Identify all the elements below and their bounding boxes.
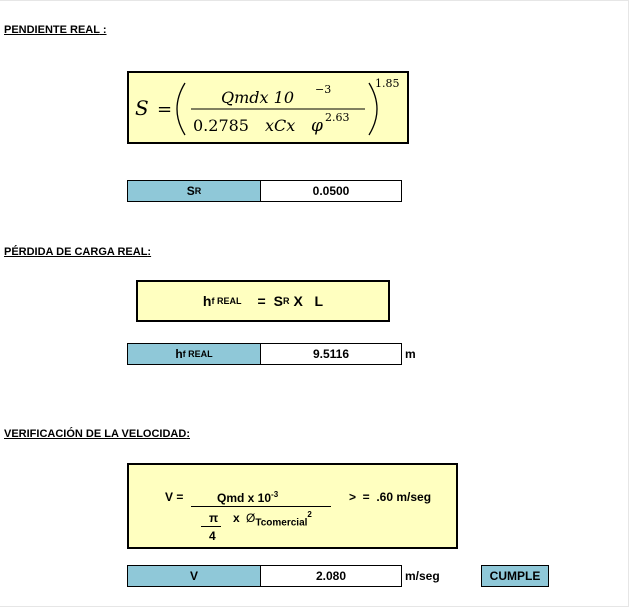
- velocity-condition: > = .60 m/seg: [349, 490, 432, 504]
- formula-outer-exp: 1.85: [375, 77, 400, 90]
- headloss-s-sub: R: [283, 296, 290, 306]
- left-paren: [176, 82, 186, 136]
- velocity-result-label: V: [128, 566, 261, 586]
- right-paren: [368, 82, 378, 136]
- velocity-numerator: Qmd x 10-3: [217, 490, 279, 505]
- slope-formula-box: S = Qmdx 10 −3 0.2785 xCx φ 2.63 1.85: [127, 71, 409, 144]
- velocity-pi-line: [201, 526, 221, 527]
- velocity-times: x: [233, 511, 240, 525]
- formula-s: S: [135, 96, 149, 120]
- velocity-fraction-line: [191, 506, 331, 507]
- headloss-h: h: [202, 293, 212, 309]
- formula-numerator: Qmdx 10: [221, 88, 294, 107]
- headloss-unit: m: [405, 347, 416, 361]
- headloss-equals: =: [257, 293, 266, 309]
- velocity-result-value: 2.080: [261, 566, 401, 586]
- velocity-result-row: V 2.080: [127, 565, 402, 587]
- headloss-rest: X L: [293, 293, 324, 309]
- headloss-heading: PÉRDIDA DE CARGA REAL:: [4, 246, 152, 258]
- formula-den-exp: 2.63: [325, 111, 350, 124]
- formula-den-a: 0.2785: [193, 116, 249, 135]
- slope-formula: S = Qmdx 10 −3 0.2785 xCx φ 2.63 1.85: [135, 77, 400, 136]
- velocity-phi: ØTcomercial2: [246, 510, 312, 529]
- velocity-pi: π: [209, 511, 219, 525]
- formula-phi: φ: [311, 116, 323, 136]
- slope-heading: PENDIENTE REAL :: [4, 24, 107, 36]
- formula-den-b: xCx: [265, 116, 295, 135]
- velocity-status-badge: CUMPLE: [481, 565, 549, 587]
- velocity-heading: VERIFICACIÓN DE LA VELOCIDAD:: [4, 428, 190, 440]
- headloss-result-value: 9.5116: [261, 344, 401, 364]
- velocity-lhs: V =: [165, 490, 184, 504]
- formula-equals: =: [157, 99, 172, 120]
- slope-result-value: 0.0500: [261, 181, 401, 201]
- headloss-s: S: [273, 293, 284, 309]
- velocity-unit: m/seg: [405, 569, 440, 583]
- headloss-h-sub: f REAL: [211, 296, 242, 306]
- velocity-four: 4: [209, 529, 216, 543]
- formula-num-exp: −3: [315, 83, 331, 96]
- velocity-formula-box: V = Qmd x 10-3 π 4 x ØTcomercial2 > = .6…: [127, 463, 458, 549]
